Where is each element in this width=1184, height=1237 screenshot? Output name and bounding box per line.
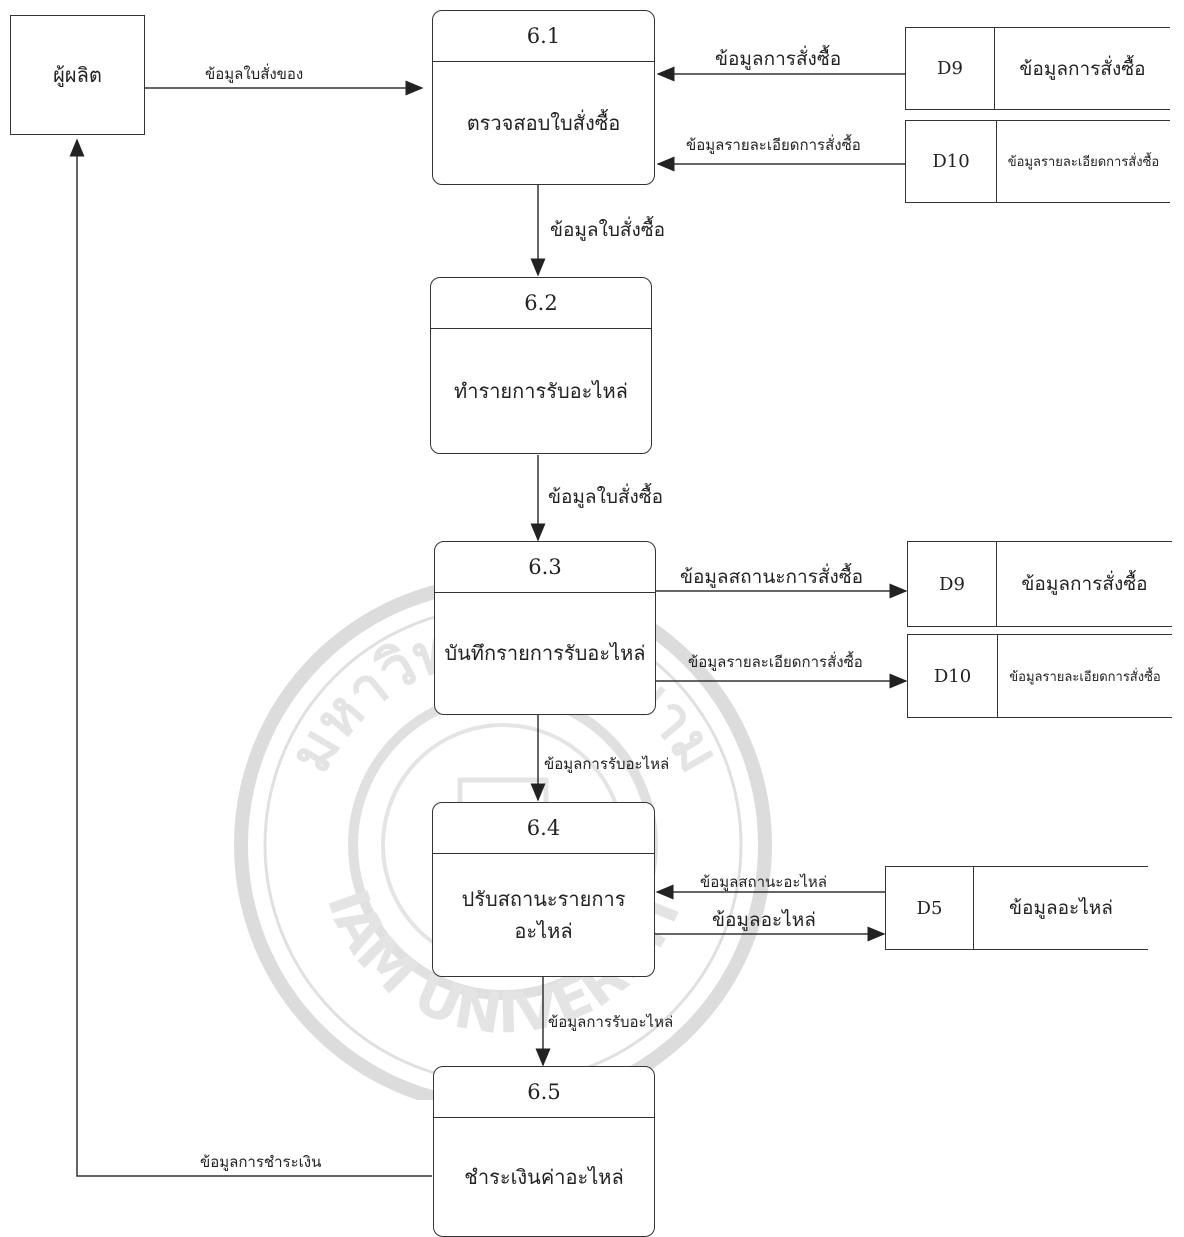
flow-label-entity-to-61: ข้อมูลใบสั่งของ bbox=[205, 65, 304, 83]
flow-label-63-to-64: ข้อมูลการรับอะไหล่ bbox=[544, 755, 670, 773]
flow-label-63-to-d9: ข้อมูลสถานะการสั่งซื้อ bbox=[680, 566, 864, 588]
data-store-d9-mid: D9 ข้อมูลการสั่งซื้อ bbox=[907, 541, 1172, 627]
process-id: 6.1 bbox=[433, 11, 654, 62]
flow-line-65-to-entity bbox=[69, 138, 432, 1177]
data-store-d5: D5 ข้อมูลอะไหล่ bbox=[885, 866, 1148, 950]
process-name: ปรับสถานะรายการอะไหล่ bbox=[461, 886, 626, 943]
process-id: 6.2 bbox=[431, 278, 651, 329]
store-id: D9 bbox=[908, 542, 997, 626]
flow-label-d5-to-64: ข้อมูลสถานะอะไหล่ bbox=[700, 873, 828, 891]
process-name: ตรวจสอบใบสั่งซื้อ bbox=[466, 110, 621, 135]
store-id: D10 bbox=[908, 635, 998, 717]
process-name: ชำระเงินค่าอะไหล่ bbox=[464, 1164, 624, 1189]
flow-label-61-to-62: ข้อมูลใบสั่งซื้อ bbox=[550, 219, 666, 241]
data-store-d10-top: D10 ข้อมูลรายละเอียดการสั่งซื้อ bbox=[905, 120, 1170, 203]
flow-label-65-to-entity: ข้อมูลการชำระเงิน bbox=[200, 1153, 322, 1171]
store-name: ข้อมูลอะไหล่ bbox=[1009, 897, 1113, 919]
process-6-2: 6.2 ทำรายการรับอะไหล่ bbox=[430, 277, 652, 454]
flow-label-62-to-63: ข้อมูลใบสั่งซื้อ bbox=[548, 486, 664, 508]
flow-label-d10-to-61: ข้อมูลรายละเอียดการสั่งซื้อ bbox=[686, 136, 861, 154]
store-name: ข้อมูลการสั่งซื้อ bbox=[1021, 573, 1148, 595]
data-store-d9-top: D9 ข้อมูลการสั่งซื้อ bbox=[905, 27, 1170, 110]
process-name: บันทึกรายการรับอะไหล่ bbox=[444, 641, 646, 665]
flow-label-64-to-65: ข้อมูลการรับอะไหล่ bbox=[548, 1013, 674, 1031]
process-6-4: 6.4 ปรับสถานะรายการอะไหล่ bbox=[432, 802, 655, 977]
store-name: ข้อมูลรายละเอียดการสั่งซื้อ bbox=[1009, 669, 1161, 685]
data-store-d10-mid: D10 ข้อมูลรายละเอียดการสั่งซื้อ bbox=[907, 634, 1172, 718]
store-name: ข้อมูลรายละเอียดการสั่งซื้อ bbox=[1007, 155, 1160, 170]
store-id: D5 bbox=[886, 867, 974, 949]
flow-label-64-to-d5: ข้อมูลอะไหล่ bbox=[712, 909, 816, 931]
flow-label-d9-to-61: ข้อมูลการสั่งซื้อ bbox=[715, 48, 842, 70]
process-id: 6.4 bbox=[433, 803, 654, 854]
store-id: D10 bbox=[906, 121, 997, 202]
process-6-1: 6.1 ตรวจสอบใบสั่งซื้อ bbox=[432, 10, 655, 185]
store-name: ข้อมูลการสั่งซื้อ bbox=[1019, 57, 1146, 80]
process-id: 6.3 bbox=[435, 542, 655, 593]
process-6-3: 6.3 บันทึกรายการรับอะไหล่ bbox=[434, 541, 656, 715]
store-id: D9 bbox=[906, 28, 995, 109]
process-6-5: 6.5 ชำระเงินค่าอะไหล่ bbox=[433, 1066, 655, 1237]
process-name: ทำรายการรับอะไหล่ bbox=[454, 378, 628, 403]
process-id: 6.5 bbox=[434, 1067, 654, 1118]
external-entity-manufacturer: ผู้ผลิต bbox=[10, 15, 145, 135]
flow-label-63-to-d10: ข้อมูลรายละเอียดการสั่งซื้อ bbox=[688, 653, 863, 671]
entity-label: ผู้ผลิต bbox=[53, 63, 102, 87]
